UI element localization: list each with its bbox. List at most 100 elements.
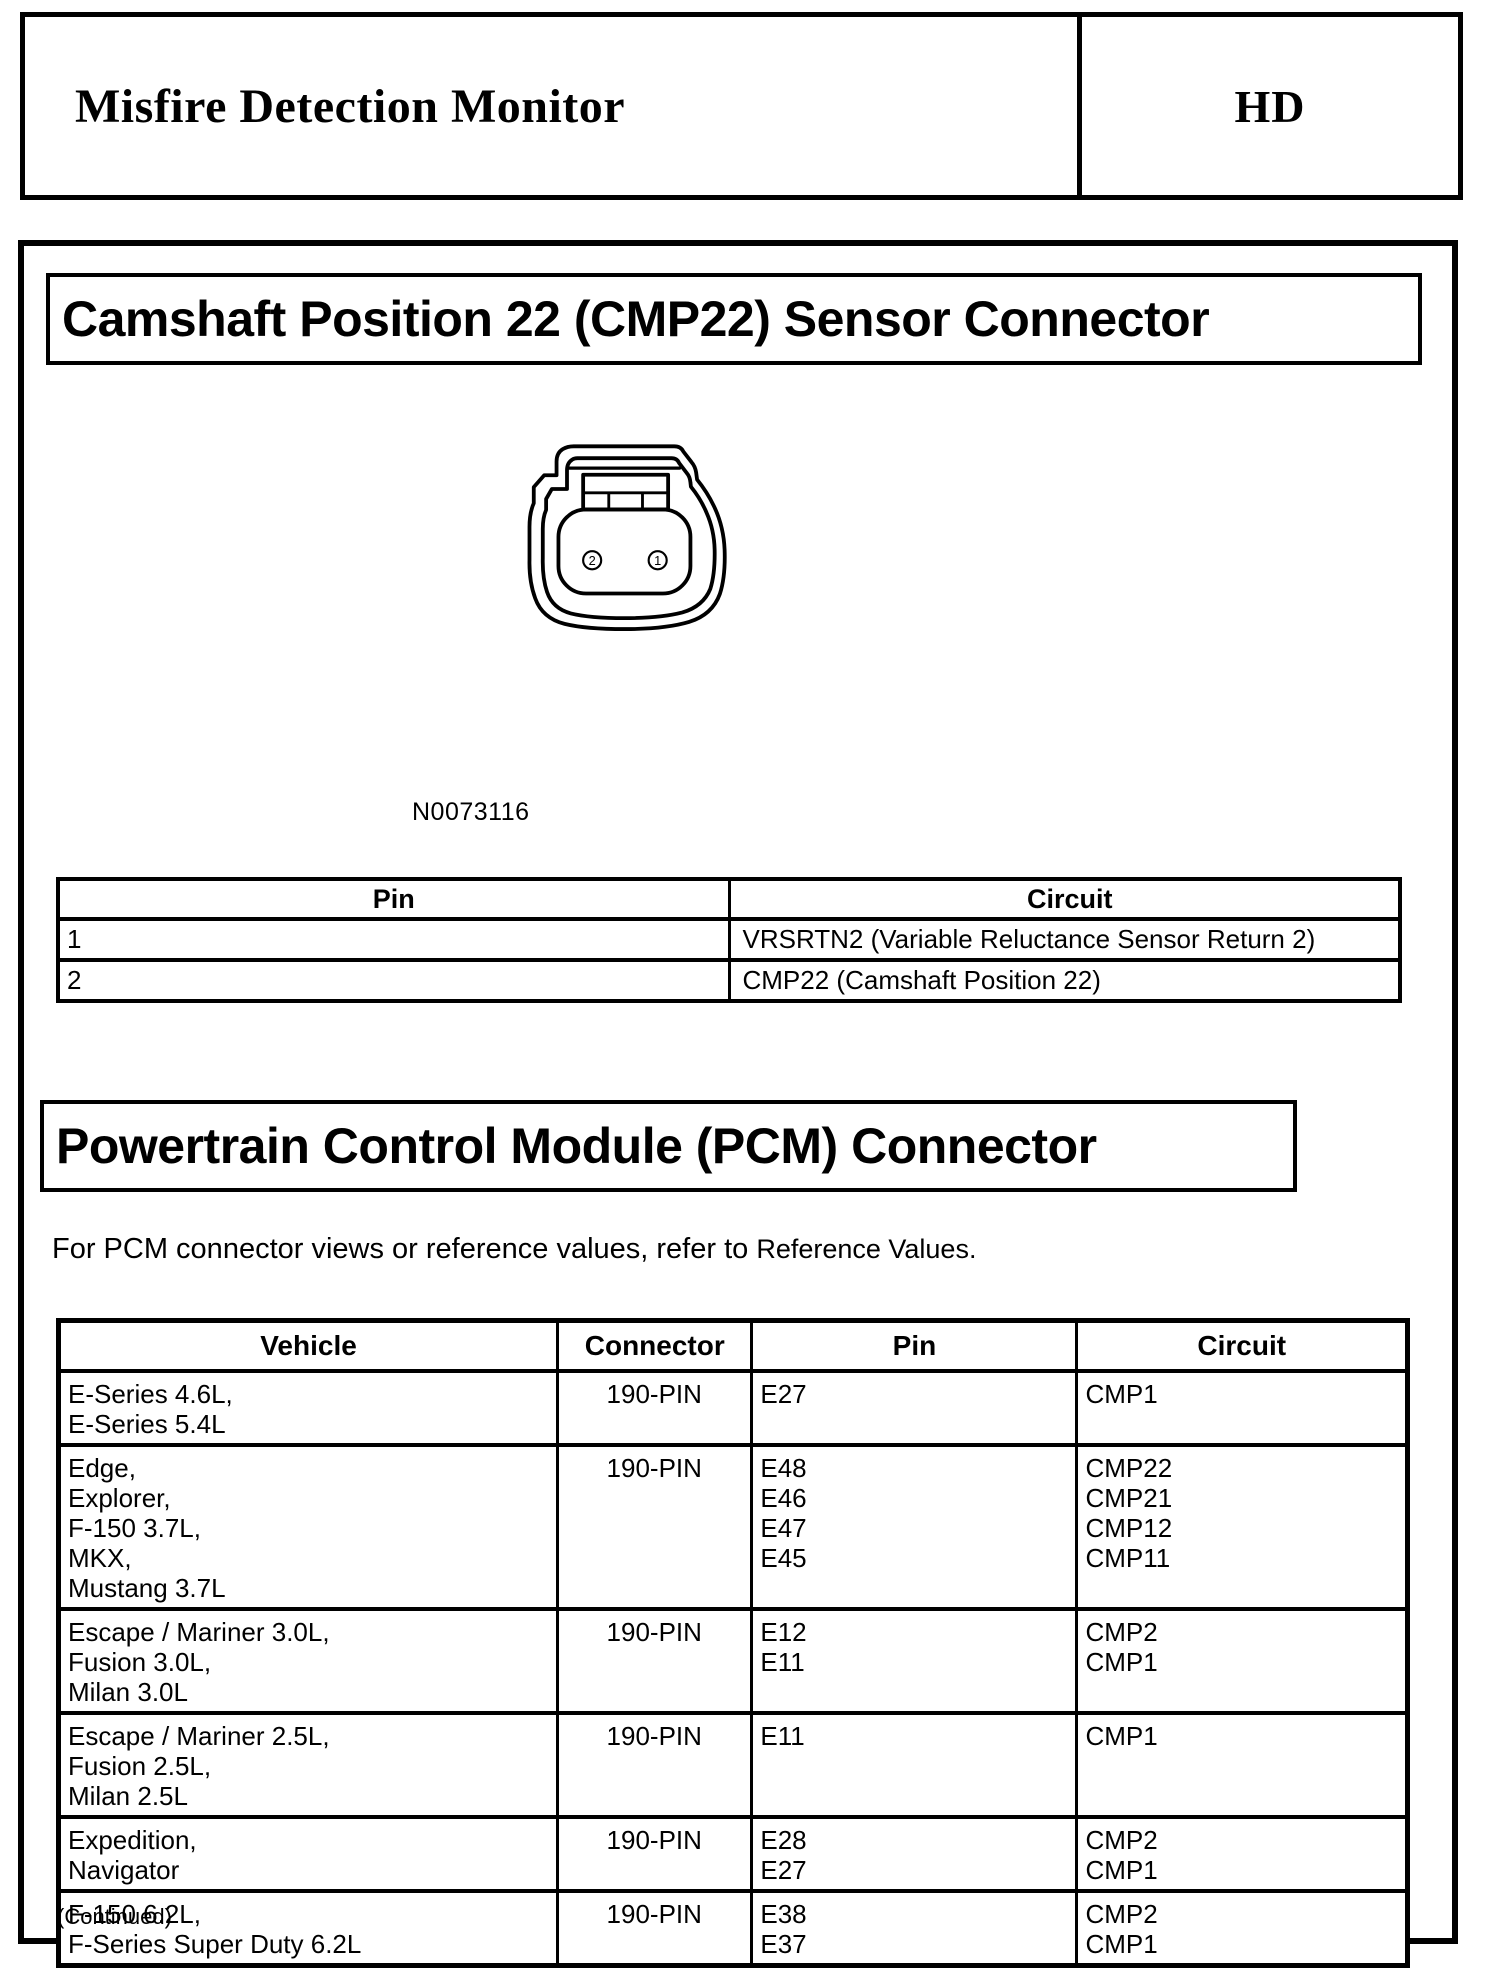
page-header: Misfire Detection Monitor HD [20, 12, 1463, 200]
vehicle-cell: E-Series 4.6L,E-Series 5.4L [59, 1371, 558, 1445]
cmp22-connector-diagram: 2 1 [527, 444, 727, 631]
cell-line: CMP2 [1085, 1617, 1158, 1647]
connector-cell: 190-PIN [556, 1817, 752, 1891]
pin-1-label: 1 [654, 553, 661, 568]
circuit-cell: CMP1 [1075, 1371, 1408, 1445]
vehicle-cell: Edge,Explorer,F-150 3.7L,MKX,Mustang 3.7… [59, 1445, 558, 1609]
cell-line: CMP1 [1085, 1379, 1158, 1409]
figure-caption: N0073116 [412, 798, 530, 826]
vehicle-cell: Escape / Mariner 3.0L,Fusion 3.0L,Milan … [59, 1609, 558, 1713]
cell-line: Escape / Mariner 3.0L, [68, 1617, 330, 1647]
cell-line: Milan 2.5L [68, 1781, 188, 1811]
section-code: HD [1234, 80, 1306, 132]
pin-cell: 1 [67, 924, 82, 954]
connector-cavity [556, 507, 693, 596]
table-row: Escape / Mariner 3.0L,Fusion 3.0L,Milan … [58, 1609, 1408, 1713]
cell-line: Expedition, [68, 1825, 197, 1855]
connector-lock-divider [581, 491, 670, 511]
cell-line: CMP1 [1085, 1647, 1158, 1677]
cell-line: CMP12 [1085, 1513, 1173, 1543]
cell-line: Fusion 3.0L, [68, 1647, 212, 1677]
cell-line: Escape / Mariner 2.5L, [68, 1721, 330, 1751]
note-text: For PCM connector views or reference val… [52, 1233, 757, 1265]
cell-line: Mustang 3.7L [68, 1573, 226, 1603]
pin-1-circle [647, 550, 668, 571]
cell-line: Fusion 2.5L, [68, 1751, 212, 1781]
connector-cell: 190-PIN [556, 1713, 752, 1817]
connector-cell: 190-PIN [556, 1445, 752, 1609]
connector-cell: 190-PIN [556, 1371, 752, 1445]
cell-line: F-150 3.7L, [68, 1513, 201, 1543]
cmp22-section-title: Camshaft Position 22 (CMP22) Sensor Conn… [46, 273, 1422, 365]
pin-2-circle [582, 550, 603, 571]
cell-line: CMP21 [1085, 1483, 1173, 1513]
cell-line: F-150 6.2L, [68, 1899, 201, 1929]
cell-line: E-Series 4.6L, [68, 1379, 233, 1409]
circuit-column-header: Circuit [1075, 1320, 1408, 1373]
cell-line: E28 [760, 1825, 807, 1855]
vehicle-cell: Expedition,Navigator [59, 1817, 558, 1891]
pcm-vehicle-table: Vehicle Connector Pin Circuit E-Series 4… [56, 1318, 1410, 1968]
pin-2-label: 2 [589, 553, 596, 568]
cell-line: CMP2 [1085, 1899, 1158, 1929]
cell-line: E38 [760, 1899, 807, 1929]
cell-line: Milan 3.0L [68, 1677, 188, 1707]
cell-line: E11 [760, 1647, 805, 1677]
cell-line: CMP1 [1085, 1855, 1158, 1885]
pin-cell: E11 [750, 1713, 1077, 1817]
cell-line: E-Series 5.4L [68, 1409, 226, 1439]
table-continued-note: (Continued) [57, 1904, 172, 1929]
connector-column-header: Connector [556, 1320, 752, 1373]
cell-line: CMP22 [1085, 1453, 1173, 1483]
vehicle-cell: F-150 6.2L,F-Series Super Duty 6.2L [59, 1891, 558, 1966]
pin-cell: E27 [750, 1371, 1077, 1445]
cell-line: E45 [760, 1543, 807, 1573]
cell-line: Edge, [68, 1453, 136, 1483]
connector-cell: 190-PIN [556, 1891, 752, 1966]
cell-line: E47 [760, 1513, 807, 1543]
vehicle-column-header: Vehicle [58, 1320, 558, 1373]
content-box: Camshaft Position 22 (CMP22) Sensor Conn… [18, 240, 1458, 1968]
table-row: Edge,Explorer,F-150 3.7L,MKX,Mustang 3.7… [58, 1445, 1408, 1609]
cell-line: E46 [760, 1483, 807, 1513]
pin-circuit-table: Pin Circuit 1 VRSRTN2 (Variable Reluctanc… [56, 877, 1402, 1003]
cell-line: E48 [760, 1453, 807, 1483]
cell-line: CMP2 [1085, 1825, 1158, 1855]
cell-line: CMP1 [1085, 1929, 1158, 1959]
cell-line: E27 [760, 1855, 807, 1885]
connector-cell: 190-PIN [556, 1609, 752, 1713]
cell-line: E27 [760, 1379, 807, 1409]
cell-line: F-Series Super Duty 6.2L [68, 1929, 362, 1959]
pcm-section-title: Powertrain Control Module (PCM) Connecto… [40, 1100, 1297, 1192]
reference-values-text: Reference Values. [756, 1234, 977, 1264]
vehicle-cell: Escape / Mariner 2.5L,Fusion 2.5L,Milan … [59, 1713, 558, 1817]
cell-line: E11 [760, 1721, 805, 1751]
circuit-cell: CMP1 [1075, 1713, 1408, 1817]
table-row: 1 VRSRTN2 (Variable Reluctance Sensor Ret… [58, 919, 1400, 960]
cell-line: CMP11 [1085, 1543, 1171, 1573]
pin-column-header: Pin [58, 879, 729, 921]
circuit-column-header: Circuit [727, 879, 1400, 921]
pcm-reference-note: For PCM connector views or reference val… [52, 1233, 976, 1266]
cell-line: Navigator [68, 1855, 180, 1885]
cell-line: E37 [760, 1929, 807, 1959]
cell-line: Explorer, [68, 1483, 171, 1513]
pin-cell: 2 [58, 958, 729, 1001]
cell-line: MKX, [68, 1543, 132, 1573]
pin-column-header: Pin [750, 1320, 1077, 1373]
table-header-row: Pin Circuit [58, 879, 1400, 921]
circuit-cell: VRSRTN2 (Variable Reluctance Sensor Retu… [727, 919, 1400, 960]
